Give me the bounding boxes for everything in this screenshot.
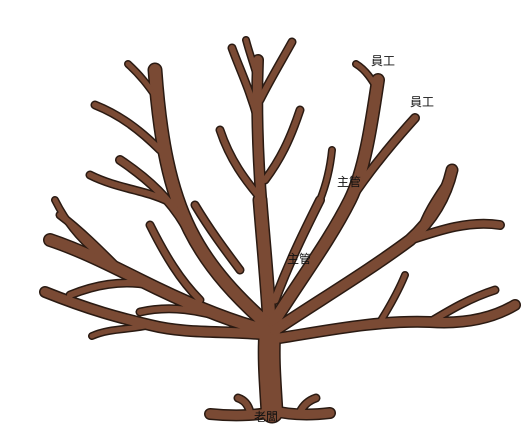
- label-boss: 老闆: [254, 411, 278, 423]
- branch: [380, 275, 405, 322]
- branch: [70, 283, 150, 295]
- branch: [269, 330, 272, 412]
- label-employee-top: 員工: [371, 55, 395, 67]
- branch: [260, 42, 292, 100]
- label-manager-upper: 主管: [337, 176, 361, 188]
- branch-outline: [275, 80, 378, 320]
- label-employee-right: 員工: [410, 96, 434, 108]
- label-manager-lower: 主管: [287, 253, 311, 265]
- branch-outline: [275, 170, 452, 330]
- branch: [257, 60, 262, 210]
